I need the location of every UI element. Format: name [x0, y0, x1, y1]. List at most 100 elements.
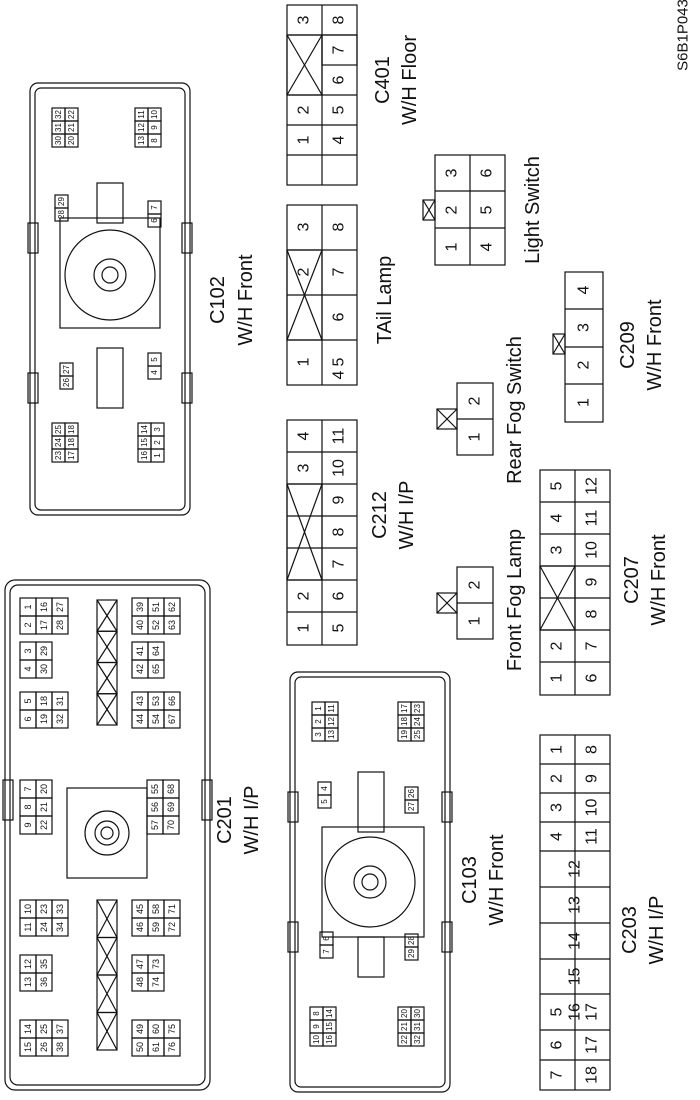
pin-label: 73	[151, 959, 161, 969]
c203-sub: W/H I/P	[646, 896, 668, 965]
pin-label: 4	[576, 285, 593, 294]
pin-label: 11	[331, 428, 348, 445]
pin-box	[163, 1037, 181, 1057]
c209-name: C209	[617, 321, 639, 369]
pin-label: 8	[150, 138, 159, 143]
pin-label: 1	[444, 242, 461, 251]
pin-label: 24	[413, 717, 422, 726]
pin-box	[404, 946, 419, 961]
pin-label: 17	[584, 1003, 601, 1021]
pin-label: 40	[135, 620, 145, 630]
c103-notch	[441, 791, 453, 823]
blank-cross-line	[96, 1012, 118, 1051]
pin-label: 16	[325, 1035, 334, 1044]
pin-label: 47	[135, 959, 145, 969]
blank-cross-line	[96, 937, 118, 976]
blank-cross-line	[286, 249, 323, 341]
pin-label: 11	[23, 922, 33, 931]
pin-label: 31	[54, 123, 63, 132]
pin-label: 3	[549, 545, 566, 554]
pin-box	[35, 972, 53, 992]
pin-box	[147, 213, 162, 228]
c201-inner-outline	[9, 584, 206, 1086]
pin-label: 30	[39, 664, 49, 674]
front-fog-tab	[436, 592, 458, 614]
c201-outline	[4, 579, 211, 1091]
pin-label: 6	[23, 716, 33, 721]
pin-label: 48	[135, 977, 145, 987]
blank-cross-line	[96, 899, 118, 938]
pin-label: 9	[584, 577, 601, 586]
c207-sub: W/H Front	[648, 534, 670, 626]
pin-label: 5	[23, 698, 33, 703]
front-fog-name: Front Fog Lamp	[504, 529, 526, 671]
pin-label: 21	[39, 802, 49, 812]
pin-label: 8	[331, 222, 348, 231]
pin-label: 45	[135, 904, 145, 914]
c209-tab	[552, 333, 566, 355]
pin-label: 1	[296, 135, 313, 144]
pin-label: 74	[151, 977, 161, 987]
pin-label: 6	[479, 168, 496, 177]
c201-hub-outer	[84, 810, 130, 856]
pin-box	[404, 799, 419, 814]
pin-label: 17	[39, 620, 49, 630]
pin-label: 31	[55, 696, 65, 706]
c401-sub: W/H Floor	[399, 35, 421, 125]
c201-name: C201	[214, 796, 236, 844]
c102-notch	[181, 372, 193, 404]
pin-label: 6	[584, 673, 601, 682]
c209-sub: W/H Front	[644, 299, 666, 391]
pin-label: 4	[320, 786, 329, 791]
pin-label: 35	[39, 959, 49, 969]
pin-label: 2	[549, 641, 566, 650]
pin-label: 67	[167, 714, 177, 724]
pin-label: 26	[39, 1042, 49, 1052]
pin-label: 6	[331, 312, 348, 321]
pin-label: 12	[584, 477, 601, 495]
pin-label: 31	[413, 1022, 422, 1031]
pin-label: 43	[135, 696, 145, 706]
pin-label: 2	[153, 440, 162, 445]
pin-label: 51	[151, 602, 161, 612]
blank-cross-line	[96, 599, 118, 632]
pin-label: 8	[584, 609, 601, 618]
pin-label: 5	[549, 481, 566, 490]
c102-outline	[29, 82, 191, 516]
pin-label: 1	[296, 357, 313, 366]
pin-box	[317, 794, 332, 809]
pin-label: 29	[57, 197, 66, 206]
pin-label: 17	[67, 451, 76, 460]
c212-name: C212	[369, 491, 391, 539]
pin-label: 5	[331, 357, 348, 366]
pin-label: 19	[400, 730, 409, 739]
pin-label: 3	[549, 803, 566, 812]
pin-label: 24	[39, 922, 49, 932]
pin-label: 6	[331, 591, 348, 600]
pin-label: 23	[413, 704, 422, 713]
pin-label: 24	[54, 438, 63, 447]
pin-label: 23	[54, 451, 63, 460]
pin-label: 11	[137, 110, 146, 119]
pin-label: 1	[467, 432, 484, 441]
pin-label: 15	[140, 438, 149, 447]
pin-label: 27	[55, 602, 65, 612]
pin-box	[147, 133, 162, 148]
pin-label: 2	[296, 105, 313, 114]
c102-hub-box	[59, 217, 161, 329]
pin-label: 1	[549, 745, 566, 754]
pin-label: 7	[331, 559, 348, 568]
c103-name: C103	[459, 856, 481, 904]
pin-label: 7	[584, 641, 601, 650]
c103-notch	[287, 921, 299, 953]
pin-box	[147, 659, 165, 679]
pin-label: 20	[400, 1009, 409, 1018]
c201-blank	[96, 693, 118, 726]
pin-box	[162, 815, 180, 835]
pin-box	[59, 375, 74, 390]
pin-label: 14	[325, 1009, 334, 1018]
c212-blank	[286, 483, 323, 581]
pin-label: 66	[167, 696, 177, 706]
pin-label: 4	[479, 242, 496, 251]
c201-hub-ring	[94, 820, 120, 846]
